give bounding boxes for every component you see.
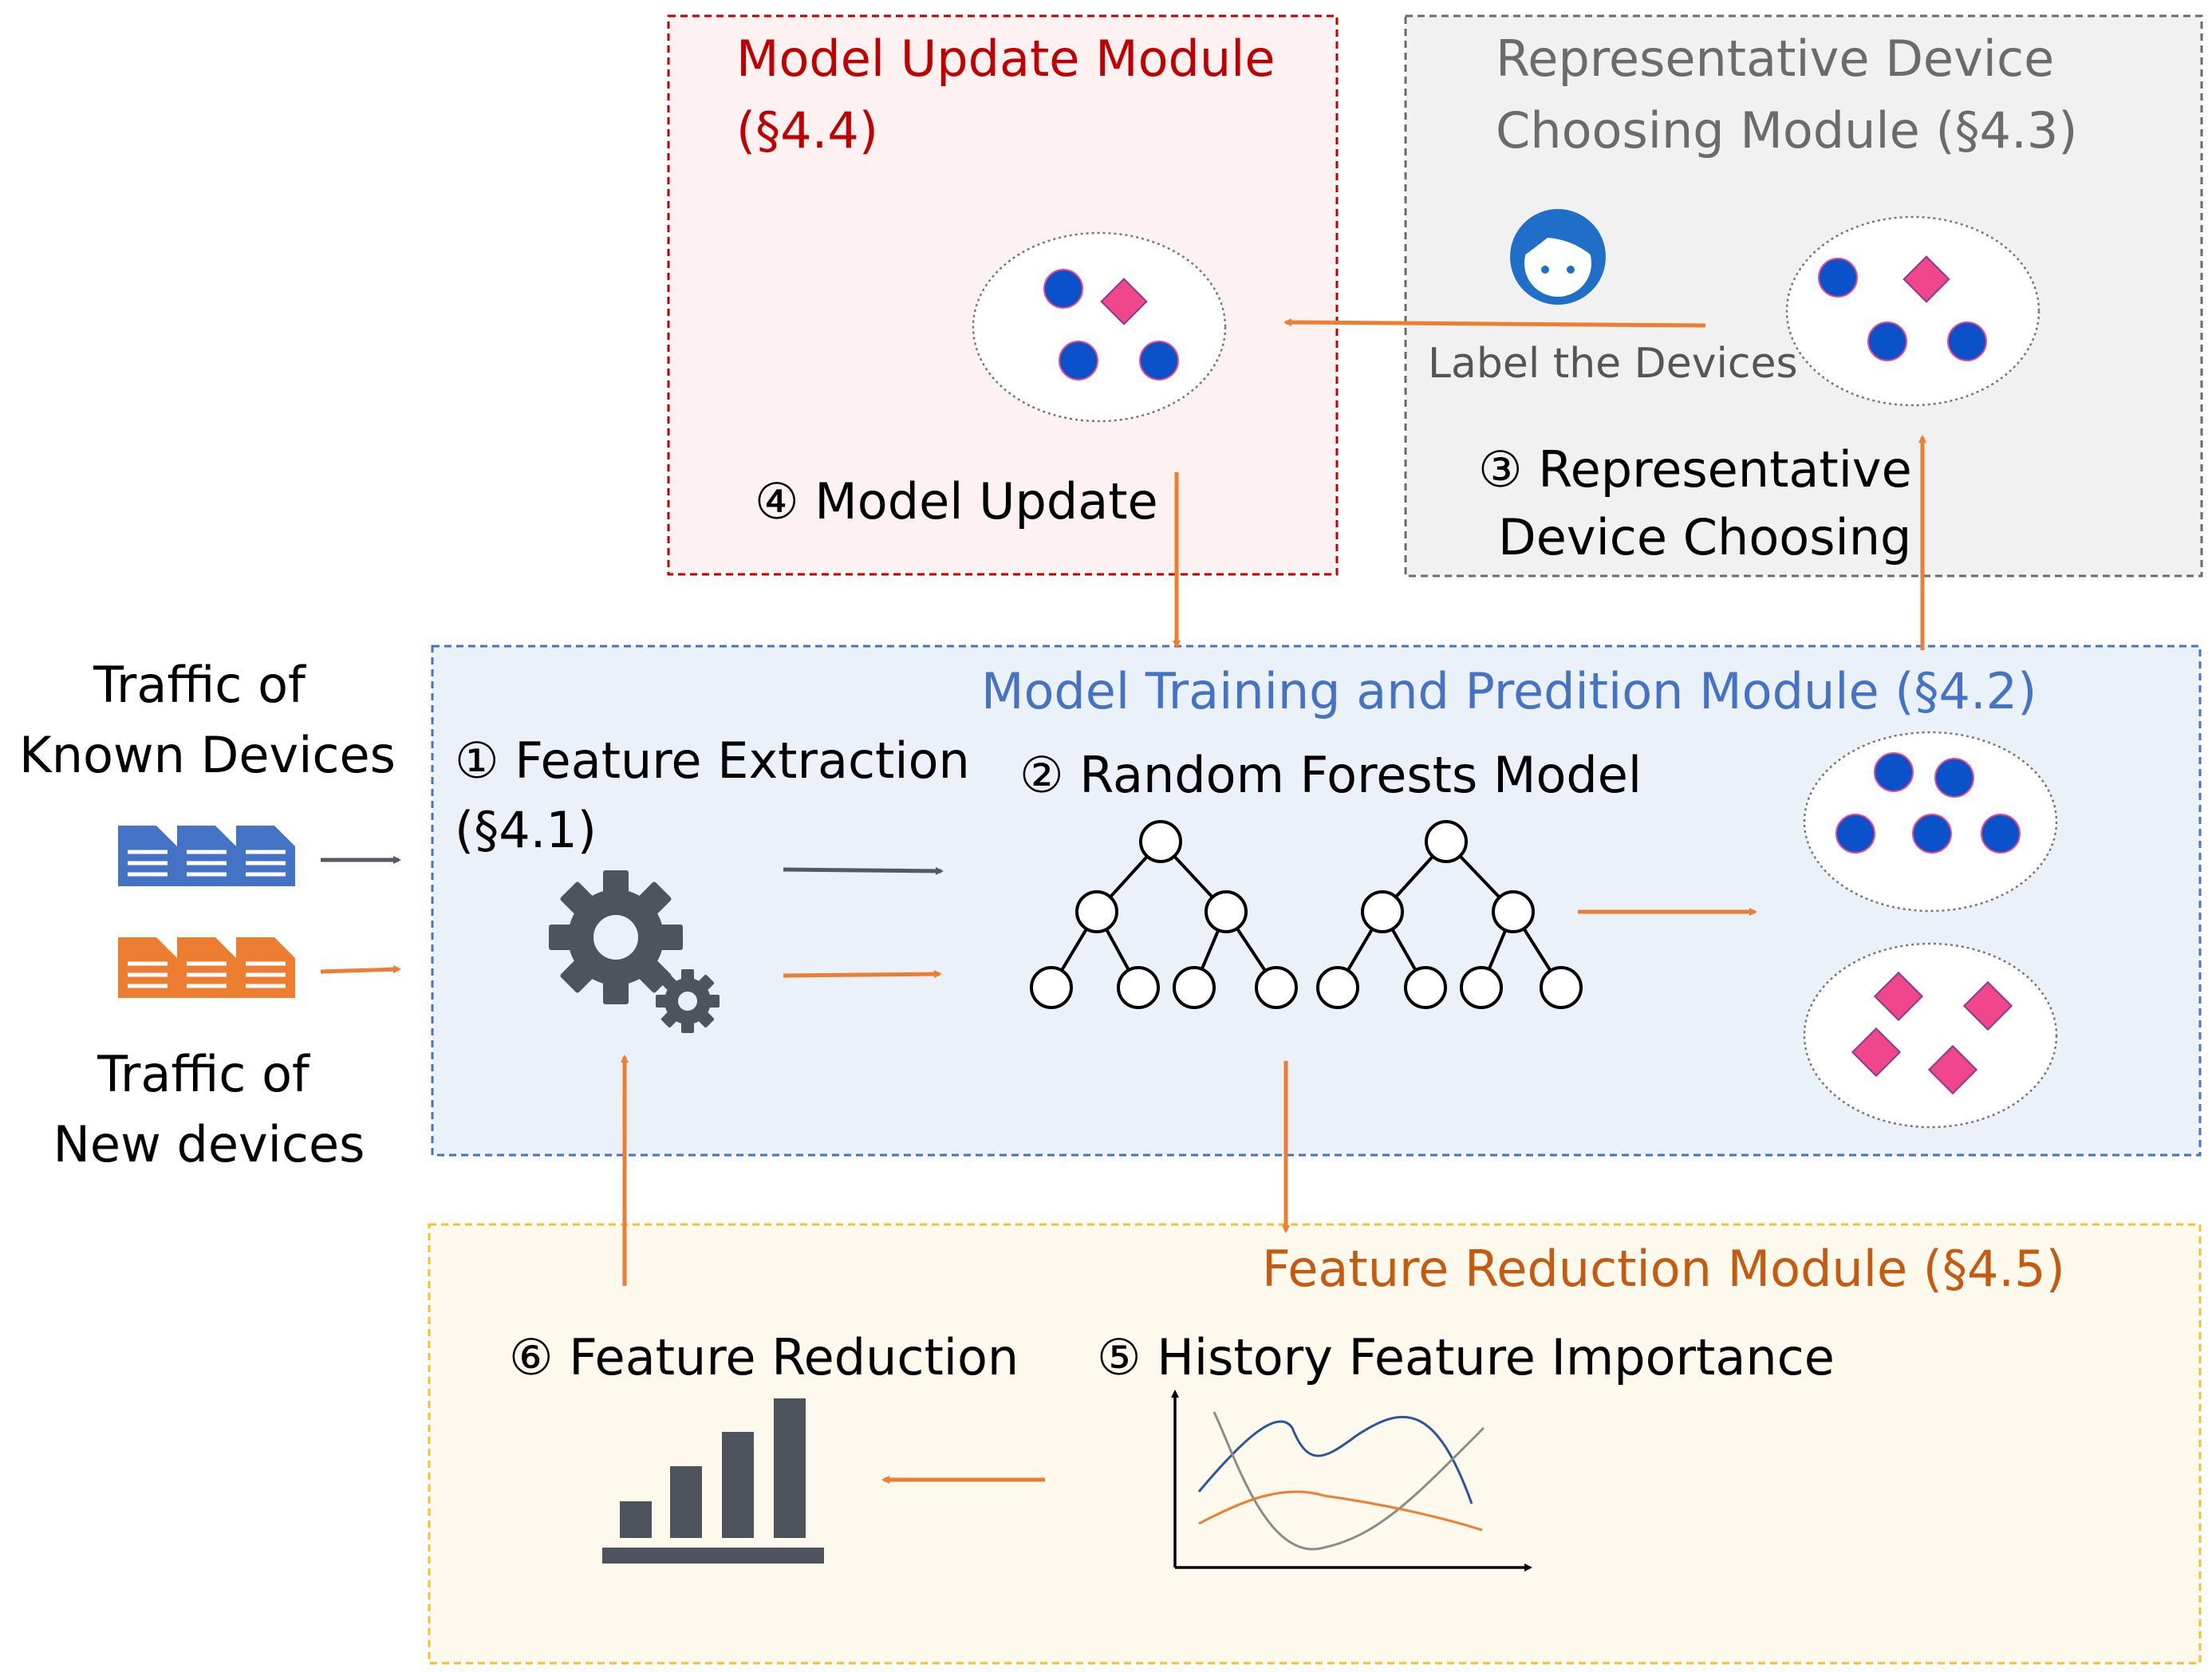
update-device-group bbox=[972, 231, 1227, 423]
step-feature-extraction-line1: ① Feature Extraction bbox=[455, 732, 970, 790]
new-traffic-label-line2: New devices bbox=[53, 1115, 365, 1173]
step-representative-line2: Device Choosing bbox=[1498, 508, 1911, 566]
extraction-to-model-orange-arrow bbox=[783, 970, 942, 979]
known-traffic-document-icons bbox=[118, 826, 295, 886]
document-icon bbox=[118, 826, 177, 886]
gear-icon bbox=[549, 870, 720, 1033]
representative-device-group bbox=[1785, 215, 2040, 407]
device-dot bbox=[1059, 341, 1098, 381]
known-traffic-label-line1: Traffic of bbox=[93, 656, 307, 714]
label-devices-text: Label the Devices bbox=[1428, 340, 1798, 388]
device-diamond bbox=[1873, 971, 1924, 1022]
device-diamond bbox=[1851, 1027, 1902, 1078]
known-traffic-label-line2: Known Devices bbox=[19, 726, 396, 784]
new-traffic-label-line1: Traffic of bbox=[97, 1045, 311, 1103]
step-feature-extraction-line2: (§4.1) bbox=[455, 801, 597, 859]
training-module-title: Model Training and Predition Module (§4.… bbox=[981, 662, 2037, 720]
user-avatar-icon bbox=[1510, 209, 1606, 305]
device-diamond bbox=[1962, 980, 2013, 1031]
line-chart-icon bbox=[1171, 1390, 1532, 1571]
new-traffic-arrow bbox=[320, 965, 401, 974]
device-dot bbox=[1947, 321, 1987, 361]
representative-module-section: Choosing Module (§4.3) bbox=[1496, 101, 2077, 160]
reduction-module-title: Feature Reduction Module (§4.5) bbox=[1262, 1240, 2065, 1298]
model-update-module-section: (§4.4) bbox=[736, 101, 878, 160]
device-dot bbox=[1835, 814, 1875, 854]
label-devices-arrow bbox=[1283, 318, 1706, 328]
step-history-importance: ⑤ History Feature Importance bbox=[1097, 1328, 1835, 1386]
document-icon bbox=[236, 937, 295, 998]
device-dot bbox=[1139, 341, 1179, 381]
document-icon bbox=[177, 826, 236, 886]
device-dot bbox=[1874, 752, 1914, 792]
document-icon bbox=[118, 937, 177, 998]
new-traffic-document-icons bbox=[118, 937, 295, 998]
device-dot bbox=[1981, 814, 2021, 854]
device-dot bbox=[1043, 269, 1083, 309]
random-forest-tree-icon bbox=[1030, 820, 1298, 1009]
step-model-update: ④ Model Update bbox=[755, 472, 1158, 530]
representative-module-title: Representative Device bbox=[1496, 30, 2054, 88]
known-class-device-group bbox=[1803, 731, 2058, 913]
step-feature-reduction: ⑥ Feature Reduction bbox=[509, 1328, 1019, 1386]
document-icon bbox=[177, 937, 236, 998]
bar-chart-icon bbox=[602, 1398, 824, 1564]
extraction-to-model-gray-arrow bbox=[783, 866, 944, 875]
device-diamond bbox=[1902, 255, 1950, 303]
device-dot bbox=[1818, 258, 1858, 298]
new-class-device-group bbox=[1803, 942, 2058, 1129]
device-dot bbox=[1934, 758, 1974, 798]
step-representative-line1: ③ Representative bbox=[1478, 440, 1912, 499]
random-forest-tree-icon bbox=[1316, 820, 1583, 1009]
device-diamond bbox=[1100, 278, 1148, 325]
step-random-forests: ② Random Forests Model bbox=[1019, 746, 1642, 804]
device-dot bbox=[1867, 321, 1907, 361]
document-icon bbox=[236, 826, 295, 886]
device-dot bbox=[1912, 814, 1952, 854]
device-diamond bbox=[1927, 1044, 1978, 1095]
model-update-module-title: Model Update Module bbox=[736, 30, 1276, 88]
